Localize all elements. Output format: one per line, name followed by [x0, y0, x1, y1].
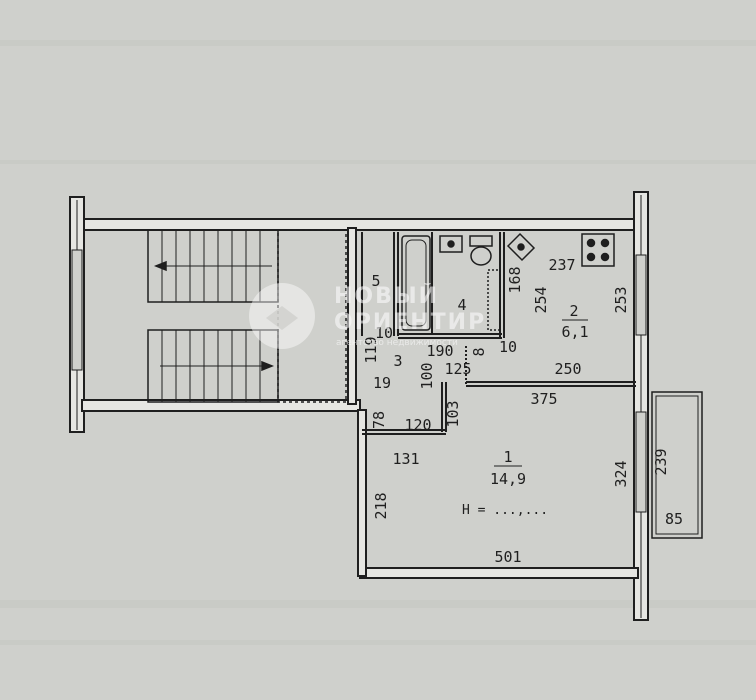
dim-239: 239	[652, 448, 670, 475]
dim-375: 375	[530, 390, 557, 408]
room1-number: 1	[503, 448, 512, 466]
room2-number: 2	[569, 302, 578, 320]
watermark: НОВЫЙ ОРИЕНТИР агентство недвижимости	[249, 283, 486, 349]
dim-100: 100	[418, 362, 436, 389]
dim-131: 131	[392, 450, 419, 468]
kitchen-sink	[506, 232, 536, 262]
stove	[581, 233, 615, 267]
top-wall	[81, 218, 639, 231]
walls	[69, 191, 649, 621]
dim-218: 218	[372, 492, 390, 519]
balcony	[651, 391, 703, 539]
room1-bottom-wall	[359, 567, 639, 579]
room1-area: 14,9	[490, 470, 526, 488]
dim-324: 324	[612, 460, 630, 487]
room4-number: 4	[457, 296, 466, 314]
room5-number: 5	[371, 272, 380, 290]
fixtures	[401, 232, 615, 331]
bathtub	[401, 235, 431, 331]
watermark-line1: НОВЫЙ	[334, 283, 439, 309]
dimension-labels: 237 168 254 253 10 190 8 10 119 125 250 …	[362, 256, 683, 566]
dim-237: 237	[548, 256, 575, 274]
room3-number: 3	[393, 352, 402, 370]
room1-note: Н = ...,...	[462, 503, 548, 518]
dim-85: 85	[665, 510, 683, 528]
dim-120: 120	[404, 416, 431, 434]
room-labels: 1 14,9 Н = ...,... 2 6,1 3 4 5	[371, 272, 588, 518]
dim-253: 253	[612, 286, 630, 313]
dim-501: 501	[494, 548, 521, 566]
dim-168: 168	[506, 266, 524, 293]
toilet-tank	[469, 235, 493, 247]
stair-partition	[347, 227, 357, 405]
dim-10b: 10	[499, 338, 517, 356]
dim-78: 78	[370, 411, 388, 429]
dim-103: 103	[444, 400, 462, 427]
room2-area: 6,1	[561, 323, 588, 341]
dim-8: 8	[470, 347, 488, 356]
room1-left-wall	[357, 409, 367, 577]
dim-19: 19	[373, 374, 391, 392]
washbasin	[439, 235, 463, 253]
dim-190: 190	[426, 342, 453, 360]
stair-bottom-wall	[81, 399, 361, 412]
watermark-sub: агентство недвижимости	[336, 338, 458, 348]
dim-125: 125	[444, 360, 471, 378]
pipe-riser	[487, 269, 501, 331]
dim-250: 250	[554, 360, 581, 378]
staircase	[147, 229, 347, 403]
paper-texture	[0, 40, 756, 645]
toilet	[470, 246, 492, 266]
watermark-line2: ОРИЕНТИР	[334, 310, 486, 335]
dim-254: 254	[532, 286, 550, 313]
dim-10a: 10	[375, 324, 393, 342]
dim-119: 119	[362, 336, 380, 363]
